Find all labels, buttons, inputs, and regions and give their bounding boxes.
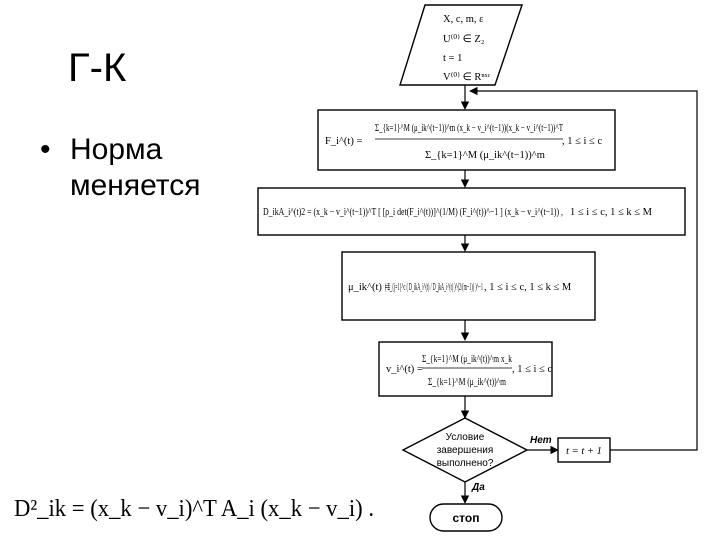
increment-text: t = t + 1 [566, 446, 602, 457]
init-block: X, c, m, ε U⁽⁰⁾ ∈ Z₂ t = 1 V⁽⁰⁾ ∈ Rⁿˣᶜ [399, 4, 523, 86]
init-line-4: V⁽⁰⁾ ∈ Rⁿˣᶜ [443, 71, 491, 83]
step1-lhs: F_i^(t) = [325, 136, 362, 147]
step2-condition: 1 ≤ i ≤ c, 1 ≤ k ≤ M [570, 207, 653, 218]
init-line-1: X, c, m, ε [443, 14, 484, 25]
decision-line-2: завершения [437, 445, 494, 456]
init-line-3: t = 1 [443, 53, 462, 64]
step4-numerator: Σ_{k=1}^M (μ_ik^(t))^m x_k [422, 354, 513, 365]
step-centers: v_i^(t) = Σ_{k=1}^M (μ_ik^(t))^m x_k Σ_{… [378, 341, 553, 397]
step1-denominator: Σ_{k=1}^M (μ_ik^(t−1))^m [425, 150, 545, 161]
slide-title: Г-К [68, 46, 127, 90]
init-line-2: U⁽⁰⁾ ∈ Z₂ [443, 33, 485, 45]
stop-text: стоп [453, 511, 480, 525]
step2-formula: D_ikA_i^(t)2 = (x_k − v_i^(t−1))^T [ [ρ_… [263, 207, 563, 218]
stop-terminator: стоп [429, 503, 503, 532]
no-label: Нет [530, 435, 552, 446]
bullet-text: Норма меняется [70, 132, 200, 204]
bullet-line-2: меняется [70, 169, 201, 202]
decision-termination: Условие завершения выполнено? [401, 417, 529, 483]
bullet-item: • Норма меняется [40, 132, 200, 204]
increment-block: t = t + 1 [557, 437, 611, 463]
decision-line-3: выполнено? [437, 458, 494, 469]
step-covariance: F_i^(t) = Σ_{k=1}^M (μ_ik^(t−1))^m (x_k … [317, 109, 616, 171]
step3-lhs: μ_ik^(t) = [348, 282, 391, 293]
step-membership: μ_ik^(t) = ( Σ_{j=1}^c ( D_ikA_i^(t) / D… [341, 251, 596, 321]
step1-numerator: Σ_{k=1}^M (μ_ik^(t−1))^m (x_k − v_i^(t−1… [375, 123, 563, 134]
step4-denominator: Σ_{k=1}^M (μ_ik^(t))^m [428, 377, 506, 388]
bottom-formula: D²_ik = (x_k − v_i)^T A_i (x_k − v_i) . [14, 496, 374, 522]
step1-condition: , 1 ≤ i ≤ c [562, 136, 602, 147]
step-distance: D_ikA_i^(t)2 = (x_k − v_i^(t−1))^T [ [ρ_… [257, 187, 686, 236]
step3-formula: ( Σ_{j=1}^c ( D_ikA_i^(t) / D_jkA_i^(t) … [385, 282, 483, 293]
bullet-dot-icon: • [40, 133, 51, 166]
step4-condition: , 1 ≤ i ≤ c [512, 364, 552, 375]
bullet-line-1: Норма [70, 133, 163, 166]
step4-lhs: v_i^(t) = [386, 364, 423, 375]
yes-label: Да [471, 482, 485, 493]
step3-condition: , 1 ≤ i ≤ c, 1 ≤ k ≤ M [484, 282, 572, 293]
decision-line-1: Условие [446, 432, 485, 443]
flow-connectors [460, 85, 698, 504]
